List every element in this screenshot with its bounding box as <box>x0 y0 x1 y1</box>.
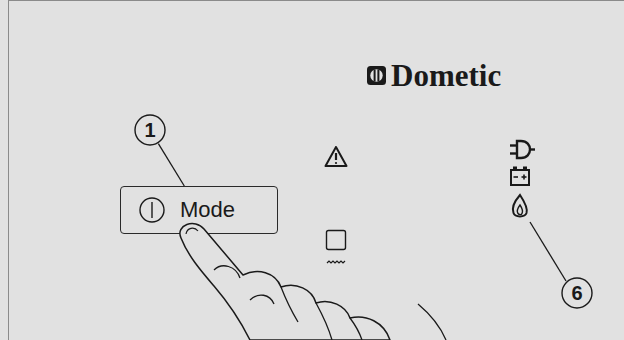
panel-frame <box>9 1 624 340</box>
mode-button: Mode <box>120 186 278 234</box>
mains-symbol <box>510 141 535 158</box>
brand-logo: Dometic <box>391 58 501 94</box>
button-label: Mode <box>180 197 235 223</box>
pointing-hand <box>180 224 446 340</box>
gas-symbol <box>513 195 527 216</box>
callout-number: 1 <box>144 119 155 142</box>
callout-circle: 1 <box>134 114 166 146</box>
leader-line <box>530 222 566 281</box>
warning-symbol <box>326 147 347 166</box>
callout-number: 6 <box>571 282 582 305</box>
leader-line <box>158 144 184 186</box>
logo-mark <box>367 66 386 85</box>
edge-layer <box>158 144 184 186</box>
battery-symbol <box>511 167 529 186</box>
callout-circle: 6 <box>561 277 593 309</box>
heating-symbol <box>327 231 346 264</box>
